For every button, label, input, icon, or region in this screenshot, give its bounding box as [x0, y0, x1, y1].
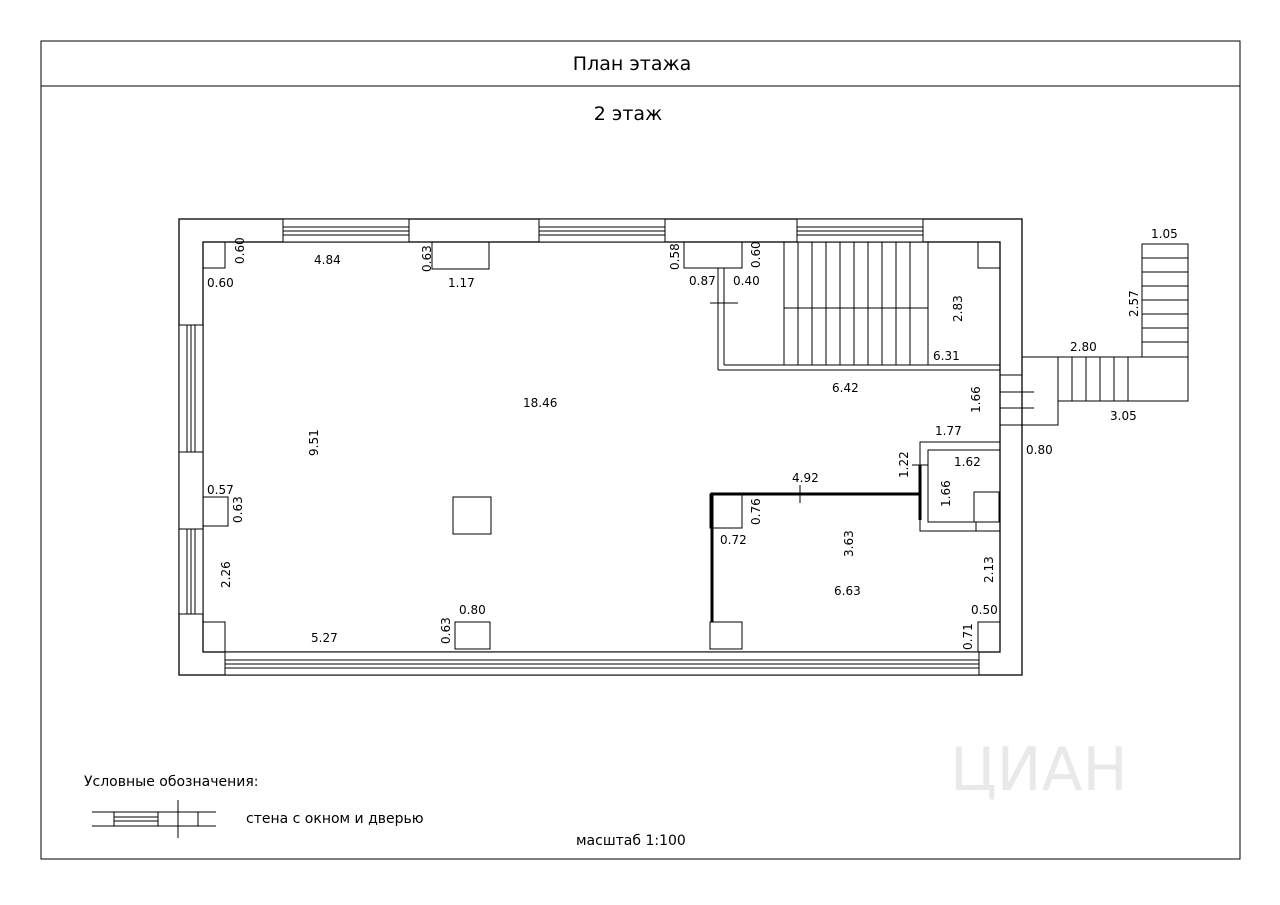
dim-label: 6.63	[834, 584, 861, 598]
dim-label: 2.80	[1070, 340, 1097, 354]
internal-staircase	[783, 241, 929, 366]
bottom-window	[224, 651, 980, 676]
dim-label: 2.26	[219, 561, 233, 588]
left-windows	[178, 324, 204, 615]
dim-label: 3.63	[842, 530, 856, 557]
sheet-frame	[40, 40, 1241, 860]
dim-label: 9.51	[307, 429, 321, 456]
dim-label: 0.87	[689, 274, 716, 288]
dim-label: 1.62	[954, 455, 981, 469]
floor-label: 2 этаж	[594, 103, 662, 125]
dim-label: 0.58	[668, 243, 682, 270]
dim-label: 5.27	[311, 631, 338, 645]
thick-partitions	[710, 465, 922, 622]
dim-label: 0.80	[1026, 443, 1053, 457]
external-staircase	[1022, 243, 1189, 426]
dim-label: 3.05	[1110, 409, 1137, 423]
scale-label: масштаб 1:100	[576, 833, 686, 849]
dim-label: 18.46	[523, 396, 557, 410]
dim-label: 4.92	[792, 471, 819, 485]
dim-label: 0.60	[207, 276, 234, 290]
dim-label: 0.80	[459, 603, 486, 617]
legend-symbol	[92, 800, 216, 838]
dim-label: 0.71	[961, 623, 975, 650]
dim-label: 2.83	[951, 295, 965, 322]
dim-label: 6.31	[933, 349, 960, 363]
dim-label: 1.77	[935, 424, 962, 438]
dim-label: 0.50	[971, 603, 998, 617]
dim-label: 1.66	[939, 480, 953, 507]
watermark: ЦИАН	[950, 735, 1128, 805]
dim-label: 6.42	[832, 381, 859, 395]
dim-label: 0.63	[231, 496, 245, 523]
dim-label: 1.05	[1151, 227, 1178, 241]
dim-label: 0.63	[420, 245, 434, 272]
dim-label: 0.76	[749, 498, 763, 525]
dim-label: 1.17	[448, 276, 475, 290]
legend-heading: Условные обозначения:	[84, 774, 258, 790]
dim-label: 2.57	[1127, 290, 1141, 317]
legend-item-label: стена с окном и дверью	[246, 811, 424, 827]
dim-label: 1.22	[897, 451, 911, 478]
columns	[202, 241, 1001, 653]
dim-label: 0.60	[749, 241, 763, 268]
dimension-labels: 0.60 0.60 4.84 0.63 1.17 0.58 0.60 0.87 …	[207, 227, 1178, 650]
dim-label: 0.63	[439, 617, 453, 644]
dim-label: 1.66	[969, 386, 983, 413]
top-windows	[282, 218, 924, 243]
dim-label: 0.40	[733, 274, 760, 288]
dim-label: 2.13	[982, 556, 996, 583]
dim-label: 0.60	[233, 237, 247, 264]
dim-label: 0.72	[720, 533, 747, 547]
dim-label: 4.84	[314, 253, 341, 267]
entrance-door	[999, 374, 1034, 426]
sheet-title: План этажа	[573, 53, 691, 75]
dim-label: 0.57	[207, 483, 234, 497]
